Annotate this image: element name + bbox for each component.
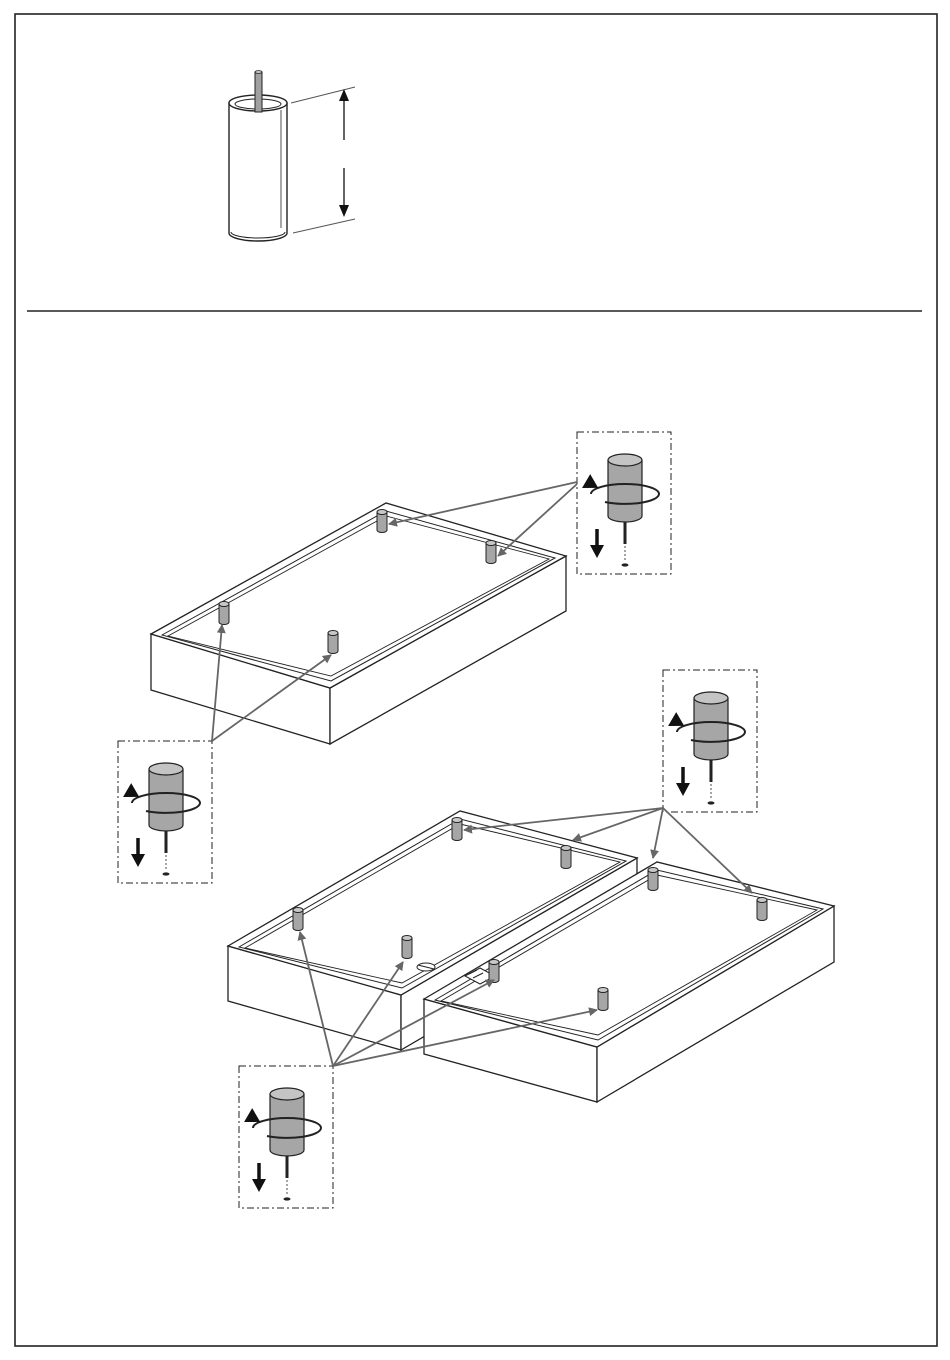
leg-part-illustration xyxy=(229,71,287,241)
leg-1a xyxy=(377,510,387,533)
leg-2b xyxy=(561,846,571,869)
leg-2e xyxy=(648,868,658,891)
leg-1b xyxy=(486,541,496,564)
rotate-leg-callout-4 xyxy=(239,1066,333,1208)
leg-2a xyxy=(452,818,462,841)
leg-2c xyxy=(293,908,303,931)
base-single xyxy=(151,503,566,744)
leg-2d xyxy=(402,936,412,959)
rotate-leg-callout-3 xyxy=(663,670,757,812)
leg-2f xyxy=(757,898,767,921)
rotate-leg-callout-2 xyxy=(118,741,212,883)
leg-2h xyxy=(598,988,608,1011)
leg-2g xyxy=(489,960,499,983)
leg-1d xyxy=(328,631,338,654)
leg-1c xyxy=(219,602,229,625)
rotate-leg-callout-1 xyxy=(577,432,671,574)
height-dimension xyxy=(291,87,355,233)
